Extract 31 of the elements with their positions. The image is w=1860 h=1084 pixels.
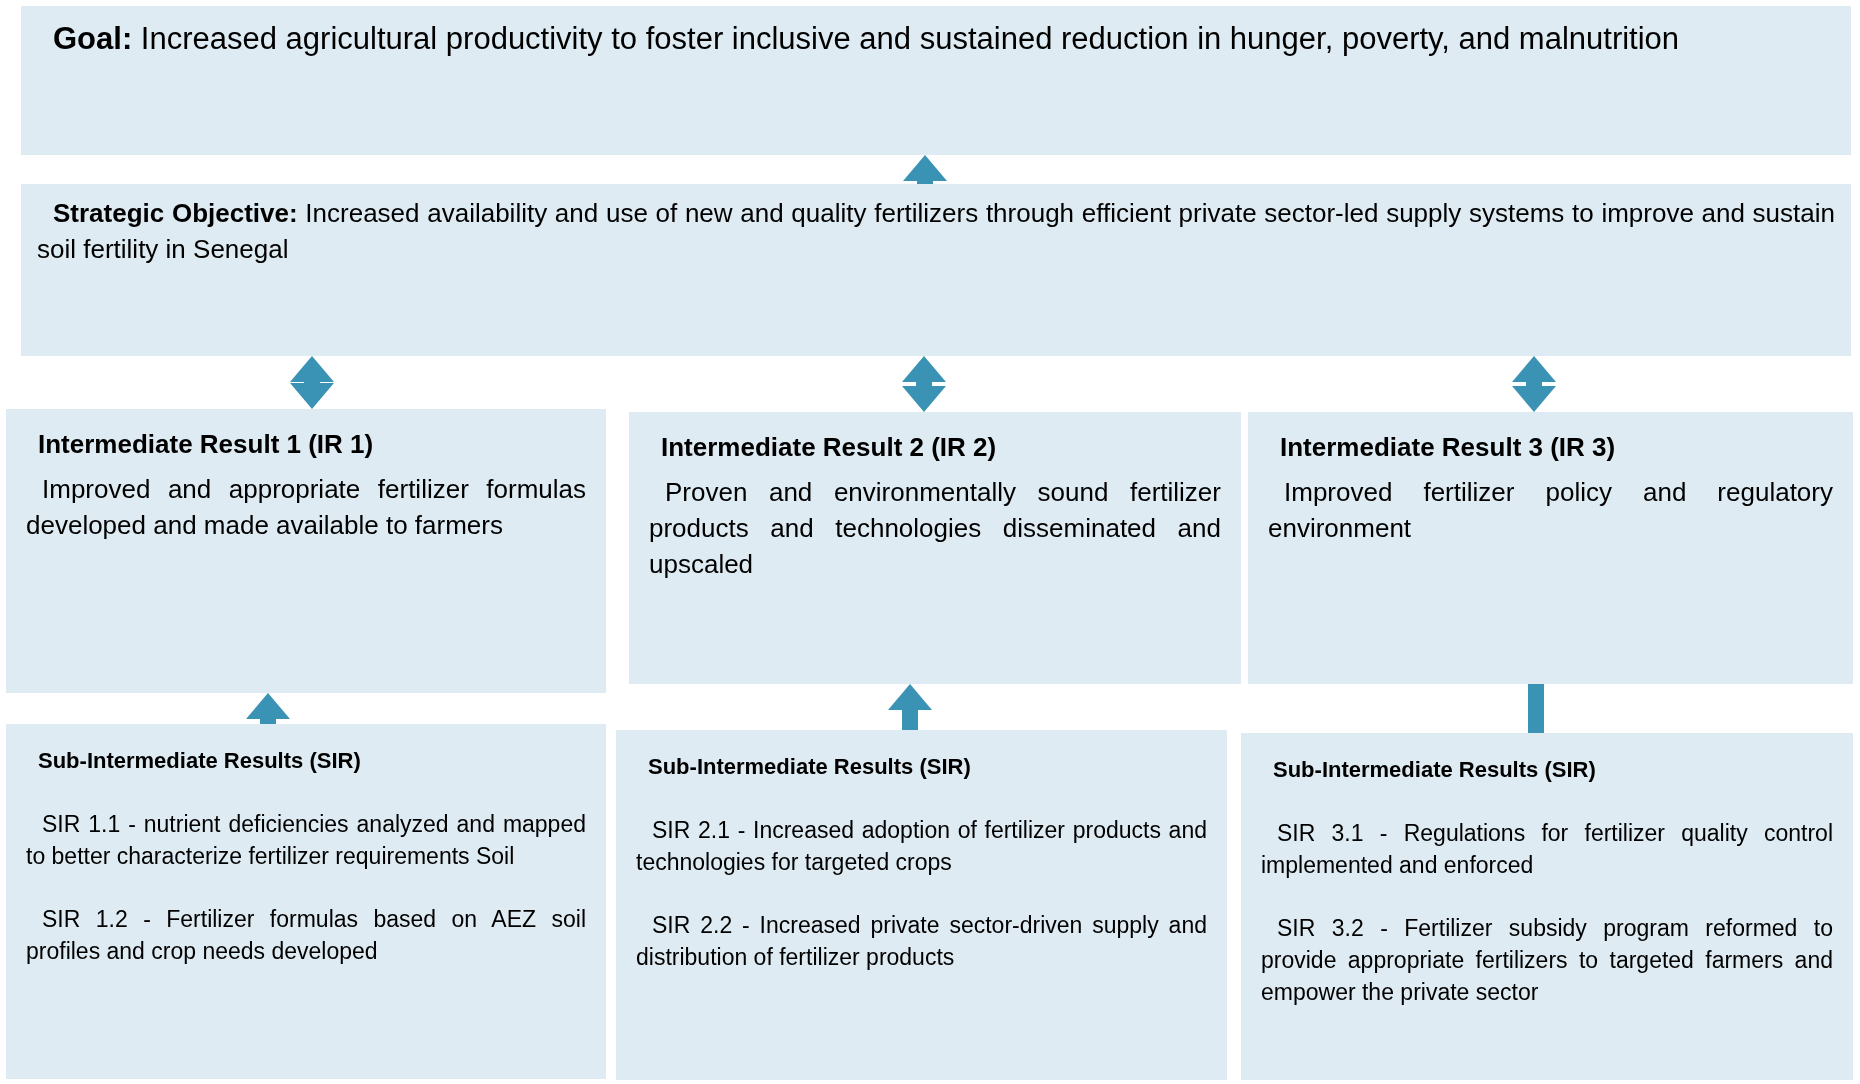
box-text: SIR 3.1 - Regulations for fertilizer quality control implemented and enforced — [1261, 819, 1833, 880]
box-text: Improved fertilizer policy and regulatory environment — [1268, 476, 1833, 545]
box-heading: Intermediate Result 2 (IR 2) — [660, 431, 998, 464]
box-text: SIR 2.2 - Increased private sector-driven supply and distribution of fertilizer products — [636, 911, 1207, 972]
objective-band — [21, 184, 1851, 356]
objective-text: Goal: Increased agricultural productivity to foster inclusive and sustained reduction in hunger, poverty, and malnutrition — [52, 20, 1681, 58]
box-heading: Sub-Intermediate Results (SIR) — [1272, 756, 1597, 784]
arrow — [903, 155, 947, 184]
box-heading: Sub-Intermediate Results (SIR) — [647, 753, 972, 781]
result-box — [1248, 412, 1853, 684]
box-heading: Intermediate Result 3 (IR 3) — [1279, 431, 1617, 464]
objective-band — [21, 6, 1851, 155]
arrow — [902, 356, 946, 412]
objective-text: Strategic Objective: Increased availability and use of new and quality fertilizers through efficient private sector-led supply systems to improve and sustain soil fertility in Senegal — [37, 197, 1835, 266]
result-box — [629, 412, 1241, 684]
arrow — [290, 356, 334, 409]
sub-result-box — [6, 724, 606, 1079]
box-text: SIR 1.2 - Fertilizer formulas based on AEZ soil profiles and crop needs developed — [26, 905, 586, 966]
box-text: SIR 3.2 - Fertilizer subsidy program reformed to provide appropriate fertilizers to targeted farmers and empower the private sector — [1261, 914, 1833, 1007]
result-box — [6, 409, 606, 693]
sub-result-box — [616, 730, 1227, 1080]
box-heading: Sub-Intermediate Results (SIR) — [37, 747, 362, 775]
box-text: SIR 2.1 - Increased adoption of fertilizer products and technologies for targeted crops — [636, 816, 1207, 877]
arrow — [246, 693, 290, 724]
box-text: SIR 1.1 - nutrient deficiencies analyzed and mapped to better characterize fertilizer requirements Soil — [26, 810, 586, 871]
box-text: Proven and environmentally sound fertilizer products and technologies disseminated and upscaled — [649, 476, 1221, 581]
arrow — [1512, 356, 1556, 412]
box-heading: Intermediate Result 1 (IR 1) — [37, 428, 375, 461]
sub-result-box — [1241, 733, 1853, 1080]
box-text: Improved and appropriate fertilizer formulas developed and made available to farmers — [26, 473, 586, 542]
arrow — [888, 684, 932, 730]
